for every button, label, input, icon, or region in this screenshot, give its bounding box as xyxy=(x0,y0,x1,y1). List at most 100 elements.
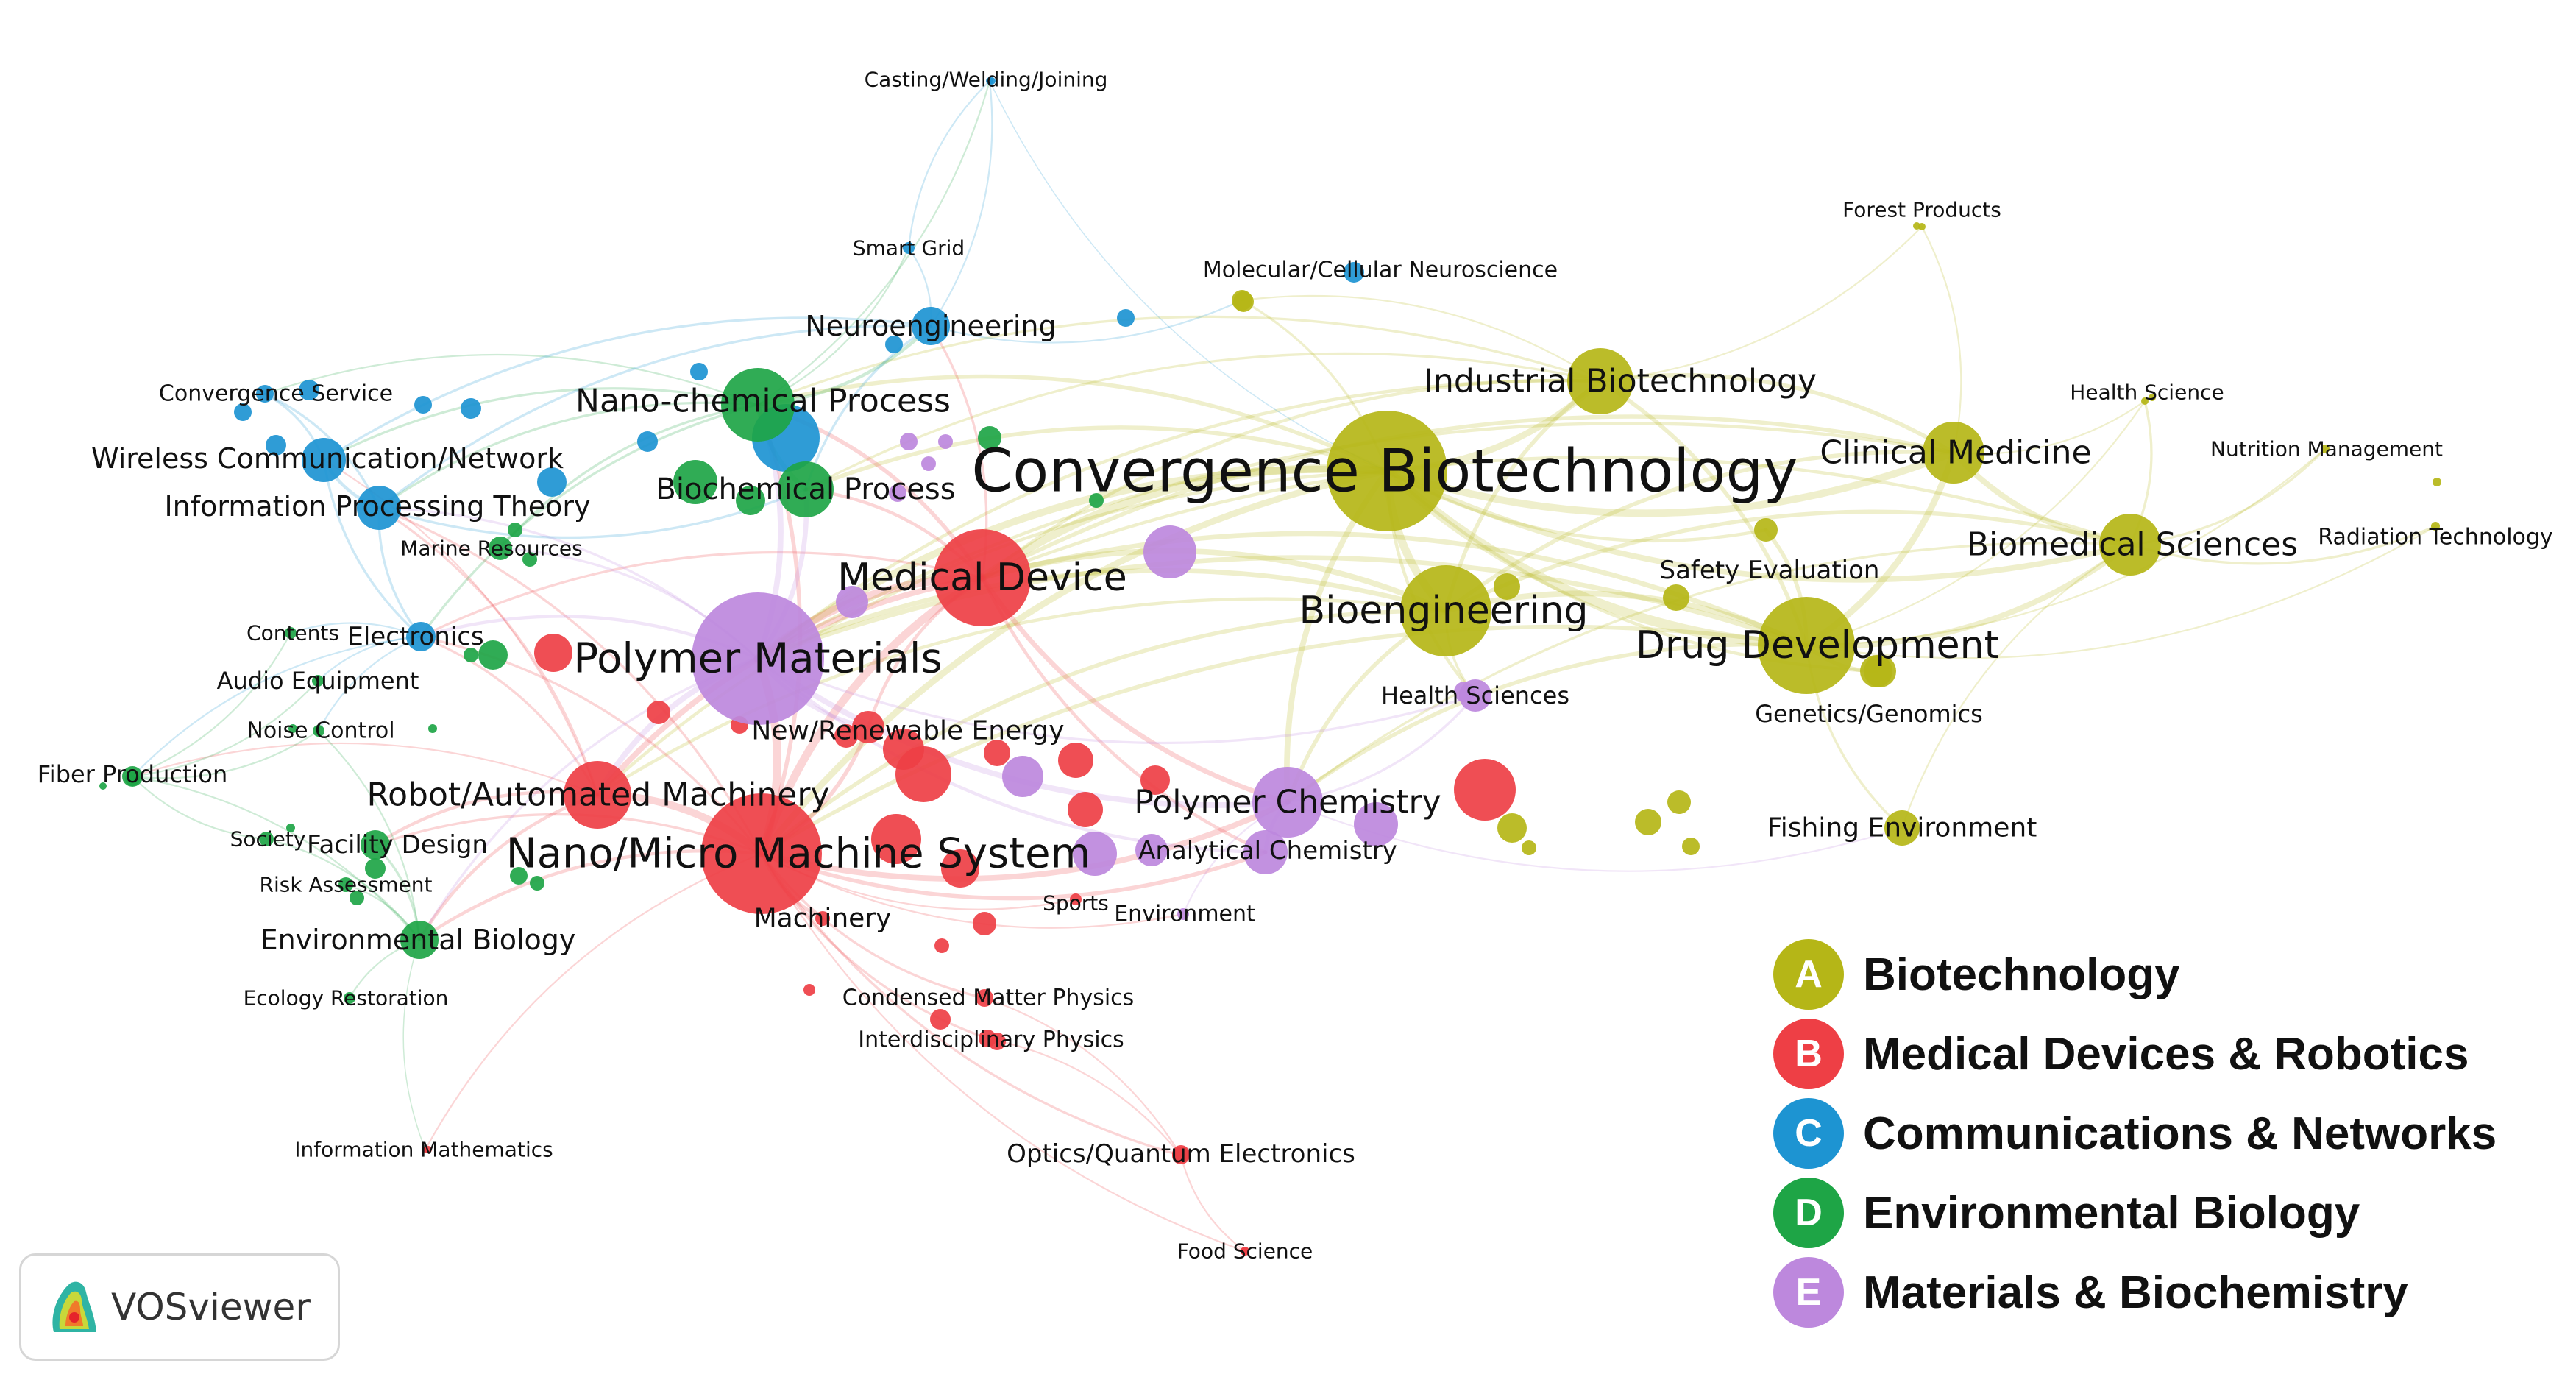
node-optics-quantum-electronics[interactable] xyxy=(1172,1147,1190,1164)
node-marine-resources[interactable] xyxy=(489,537,512,560)
node-circle[interactable] xyxy=(984,740,1010,766)
node-circle[interactable] xyxy=(895,746,951,802)
node-circle[interactable] xyxy=(1454,759,1516,821)
node-safety-evaluation[interactable] xyxy=(1754,518,1778,542)
node-circle[interactable] xyxy=(934,938,949,953)
node-polymer-materials[interactable] xyxy=(692,592,824,725)
node-circle[interactable] xyxy=(414,396,432,414)
node-convergence-service[interactable] xyxy=(256,385,274,403)
node-circle[interactable] xyxy=(1068,792,1103,827)
node-circle[interactable] xyxy=(534,634,572,672)
node-casting-welding-joining[interactable] xyxy=(986,77,993,85)
node-circle[interactable] xyxy=(461,398,481,419)
node-machinery[interactable] xyxy=(815,911,830,926)
node-circle[interactable] xyxy=(537,467,567,497)
node-circle[interactable] xyxy=(266,435,286,456)
node-circle[interactable] xyxy=(350,891,364,905)
node-society[interactable] xyxy=(259,832,274,846)
node-risk-assessment[interactable] xyxy=(338,877,353,892)
node-smart-grid[interactable] xyxy=(903,242,915,254)
node-circle[interactable] xyxy=(428,724,437,733)
node-interdisciplinary-physics[interactable] xyxy=(979,1030,996,1047)
node-food-science[interactable] xyxy=(1241,1247,1249,1256)
node-forest-products[interactable] xyxy=(1918,223,1926,230)
node-facility-design[interactable] xyxy=(361,830,390,860)
node-neuroengineering[interactable] xyxy=(912,307,950,345)
node-drug-development[interactable] xyxy=(1758,597,1855,694)
node-circle[interactable] xyxy=(1344,262,1364,283)
node-circle[interactable] xyxy=(2433,478,2441,486)
node-robot-automated-machinery[interactable] xyxy=(564,761,631,829)
node-circle[interactable] xyxy=(690,363,708,380)
node-circle[interactable] xyxy=(365,858,386,879)
node-new-renewable-energy[interactable] xyxy=(852,711,884,743)
node-environment[interactable] xyxy=(1177,908,1189,920)
node-health-science[interactable] xyxy=(2141,397,2149,405)
node-biochemical-process[interactable] xyxy=(778,461,834,517)
node-nano-chemical-process[interactable] xyxy=(721,368,795,442)
node-circle[interactable] xyxy=(1073,832,1117,876)
node-noise-control[interactable] xyxy=(313,725,324,737)
node-circle[interactable] xyxy=(508,523,522,537)
node-circle[interactable] xyxy=(510,867,528,885)
node-circle[interactable] xyxy=(973,912,996,935)
node-circle[interactable] xyxy=(1002,756,1043,797)
node-circle[interactable] xyxy=(736,486,765,515)
node-circle[interactable] xyxy=(647,701,670,724)
node-circle[interactable] xyxy=(1135,834,1168,866)
node-audio-equipment[interactable] xyxy=(312,675,324,687)
node-nano-micro-machine-system[interactable] xyxy=(701,793,822,914)
node-circle[interactable] xyxy=(941,849,979,888)
node-circle[interactable] xyxy=(1117,309,1135,327)
node-circle[interactable] xyxy=(1089,493,1104,508)
node-circle[interactable] xyxy=(234,403,252,421)
node-genetics-genomics[interactable] xyxy=(1860,655,1892,687)
node-information-mathematics[interactable] xyxy=(422,1147,428,1153)
node-circle[interactable] xyxy=(885,336,903,353)
node-fiber-production[interactable] xyxy=(122,766,143,787)
node-circle[interactable] xyxy=(1663,584,1689,611)
node-circle[interactable] xyxy=(834,724,858,748)
node-circle[interactable] xyxy=(803,984,815,996)
node-environmental-biology[interactable] xyxy=(400,921,439,959)
node-circle[interactable] xyxy=(1143,525,1196,578)
node-circle[interactable] xyxy=(464,648,478,662)
node-circle[interactable] xyxy=(673,460,717,504)
node-radiation-technology[interactable] xyxy=(2431,522,2440,531)
node-circle[interactable] xyxy=(1635,809,1661,835)
node-circle[interactable] xyxy=(1058,743,1093,778)
node-circle[interactable] xyxy=(478,640,508,670)
node-circle[interactable] xyxy=(637,431,658,452)
node-circle[interactable] xyxy=(1667,790,1691,814)
node-nutrition-management[interactable] xyxy=(2321,445,2330,453)
node-health-sciences[interactable] xyxy=(1459,679,1491,712)
node-clinical-medicine[interactable] xyxy=(1923,422,1984,484)
node-circle[interactable] xyxy=(978,426,1001,450)
node-condensed-matter-physics[interactable] xyxy=(976,989,993,1007)
node-circle[interactable] xyxy=(1494,573,1520,600)
node-circle[interactable] xyxy=(2149,394,2156,401)
node-circle[interactable] xyxy=(530,876,544,891)
node-circle[interactable] xyxy=(930,1009,951,1030)
node-molecular-cellular-neuroscience[interactable] xyxy=(1232,290,1252,311)
node-contents[interactable] xyxy=(285,627,297,639)
node-medical-device[interactable] xyxy=(934,529,1031,626)
node-electronics[interactable] xyxy=(406,622,436,651)
node-information-processing-theory[interactable] xyxy=(357,486,401,530)
node-circle[interactable] xyxy=(1682,838,1700,855)
node-circle[interactable] xyxy=(1354,802,1398,846)
node-circle[interactable] xyxy=(836,586,868,618)
node-circle[interactable] xyxy=(1140,765,1170,795)
node-circle[interactable] xyxy=(938,434,953,449)
node-circle[interactable] xyxy=(900,433,918,450)
node-ecology-restoration[interactable] xyxy=(344,992,355,1004)
node-circle[interactable] xyxy=(288,724,297,733)
node-wireless-communication-network[interactable] xyxy=(302,438,346,482)
node-circle[interactable] xyxy=(1497,813,1527,843)
node-circle[interactable] xyxy=(299,380,319,400)
node-circle[interactable] xyxy=(871,814,921,864)
node-fishing-environment[interactable] xyxy=(1884,810,1920,846)
node-circle[interactable] xyxy=(889,484,906,502)
node-analytical-chemistry[interactable] xyxy=(1243,830,1288,874)
node-sports[interactable] xyxy=(1070,893,1082,905)
